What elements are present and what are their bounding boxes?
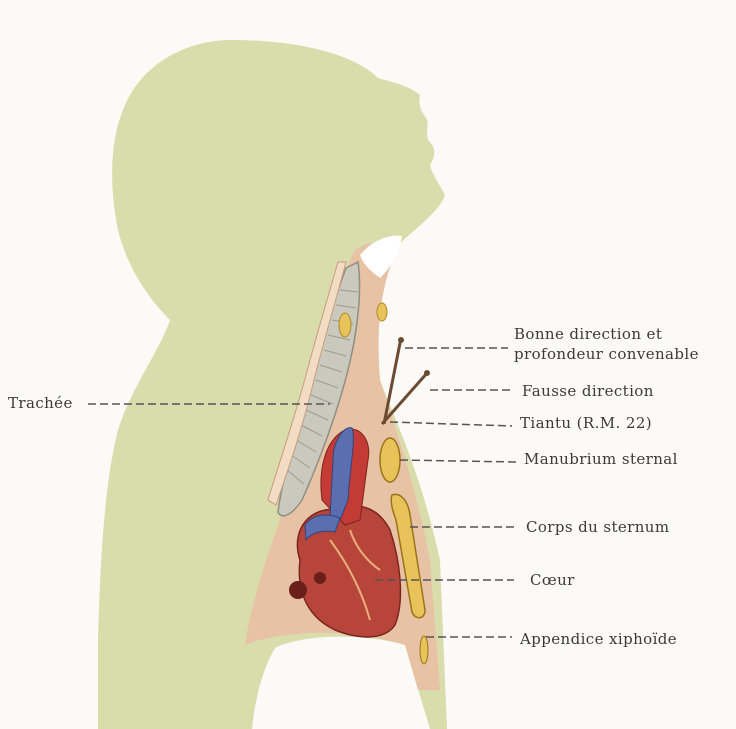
manubrium-bone bbox=[380, 438, 400, 482]
label-corps-du-sternum: Corps du sternum bbox=[526, 518, 670, 536]
label-bonne-direction-line2: profondeur convenable bbox=[514, 345, 699, 363]
vessel-opening bbox=[289, 581, 307, 599]
leader-manubrium bbox=[400, 460, 516, 462]
hyoid-bone bbox=[339, 313, 351, 337]
label-trachee: Trachée bbox=[8, 394, 73, 412]
label-fausse-direction: Fausse direction bbox=[522, 382, 654, 400]
cricoid-cartilage bbox=[377, 303, 387, 321]
xiphoid-bone bbox=[420, 636, 428, 664]
label-bonne-direction-line1: Bonne direction et bbox=[514, 325, 662, 343]
vessel-opening bbox=[314, 572, 326, 584]
leader-tiantu bbox=[390, 422, 512, 426]
label-manubrium-sternal: Manubrium sternal bbox=[524, 450, 678, 468]
label-appendice-xiphoide: Appendice xiphoïde bbox=[520, 630, 677, 648]
label-tiantu: Tiantu (R.M. 22) bbox=[520, 414, 652, 432]
label-coeur: Cœur bbox=[530, 571, 575, 589]
